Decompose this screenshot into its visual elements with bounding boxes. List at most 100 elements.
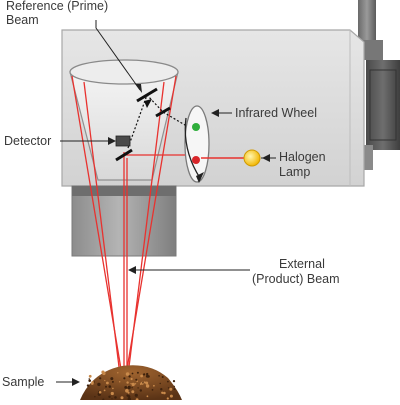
soil-speck — [169, 394, 173, 398]
sample-pile — [80, 365, 182, 402]
halogen-lamp — [201, 149, 261, 167]
filter-red — [192, 156, 200, 164]
soil-speck — [104, 379, 106, 382]
label-infrared-wheel: Infrared Wheel — [235, 106, 317, 120]
soil-speck — [111, 380, 114, 383]
lamp-arrowhead — [262, 154, 270, 162]
soil-speck — [146, 372, 149, 376]
soil-speck — [120, 396, 124, 400]
cone-rim — [69, 59, 179, 85]
label-external-beam-line2: (Product) Beam — [252, 272, 340, 286]
infrared-wheel — [184, 105, 210, 183]
soil-speck — [146, 395, 149, 398]
lamp-bulb — [243, 149, 261, 167]
soil-mound — [80, 365, 182, 400]
soil-speck — [114, 396, 117, 399]
soil-speck — [99, 377, 102, 380]
soil-speck — [110, 391, 114, 396]
soil-speck — [97, 382, 101, 387]
soil-speck — [105, 385, 107, 388]
soil-speck — [143, 374, 145, 376]
soil-speck — [145, 374, 149, 378]
soil-speck — [123, 377, 126, 380]
beam-inner-left — [83, 81, 121, 376]
reference-optics — [115, 87, 191, 162]
callout-arrowheads — [72, 84, 270, 386]
label-sample: Sample — [2, 375, 45, 389]
soil-speck — [167, 380, 169, 383]
soil-speck — [160, 388, 163, 391]
soil-speck — [110, 377, 114, 381]
soil-speck — [153, 384, 155, 387]
rotation-arrowhead — [196, 172, 204, 183]
external-beam-arrowhead — [128, 266, 136, 274]
beam-splitter-mirror — [115, 148, 133, 162]
beam-inner-right — [127, 81, 165, 376]
soil-speck — [86, 384, 90, 387]
reference-beam-path — [127, 93, 191, 149]
mounting-pipe — [358, 0, 376, 50]
soil-speck — [94, 396, 96, 398]
soil-speck — [111, 398, 113, 400]
label-halogen-lamp-line1: Halogen — [279, 150, 326, 164]
bracket-box — [366, 60, 400, 150]
soil-speck — [137, 387, 139, 389]
label-detector: Detector — [4, 134, 52, 148]
soil-speck — [106, 381, 109, 385]
soil-speck — [91, 380, 94, 383]
soil-speck — [159, 382, 161, 385]
soil-speck — [166, 397, 169, 400]
soil-speck — [131, 390, 135, 394]
soil-speck — [173, 385, 175, 387]
soil-speck — [112, 387, 114, 390]
soil-speck — [167, 387, 170, 389]
soil-speck — [127, 391, 130, 394]
soil-speck — [119, 381, 121, 383]
soil-speck — [130, 383, 132, 385]
detector-arrowhead — [108, 137, 116, 145]
soil-speck — [142, 382, 144, 384]
soil-speck — [126, 381, 129, 384]
reference-beam-arrowhead — [144, 99, 152, 108]
soil-speck — [108, 395, 111, 398]
soil-speck — [108, 385, 112, 388]
soil-texture — [86, 370, 176, 402]
soil-speck — [151, 389, 154, 391]
bracket-panel — [369, 69, 397, 141]
soil-speck — [103, 389, 106, 392]
soil-speck — [135, 378, 138, 381]
label-reference-beam-line2: Beam — [6, 13, 39, 27]
soil-speck — [131, 382, 135, 387]
soil-speck — [145, 384, 150, 388]
label-reference-beam-line1: Reference (Prime) — [6, 0, 109, 13]
soil-speck — [158, 375, 160, 377]
soil-speck — [173, 388, 176, 391]
soil-speck — [88, 378, 90, 380]
soil-speck — [143, 381, 146, 384]
soil-speck — [130, 377, 133, 381]
soil-speck — [140, 374, 144, 378]
label-halogen-lamp-line2: Lamp — [279, 165, 311, 179]
soil-speck — [161, 391, 164, 394]
filter-green — [192, 123, 200, 131]
soil-speck — [172, 380, 176, 383]
callout-lines — [56, 20, 276, 383]
soil-speck — [127, 385, 131, 390]
soil-speck — [88, 374, 92, 378]
soil-speck — [139, 389, 142, 392]
wheel-disc — [184, 105, 210, 183]
soil-speck — [128, 375, 131, 378]
soil-speck — [88, 379, 91, 383]
soil-speck — [161, 376, 164, 378]
beam-paths — [71, 75, 196, 376]
soil-speck — [117, 372, 119, 374]
soil-speck — [134, 393, 138, 397]
rotation-arrow — [184, 117, 201, 179]
soil-speck — [131, 387, 133, 389]
soil-speck — [131, 372, 134, 375]
wheel-arrowhead — [211, 109, 219, 117]
soil-speck — [140, 383, 142, 386]
soil-speck — [125, 372, 130, 376]
